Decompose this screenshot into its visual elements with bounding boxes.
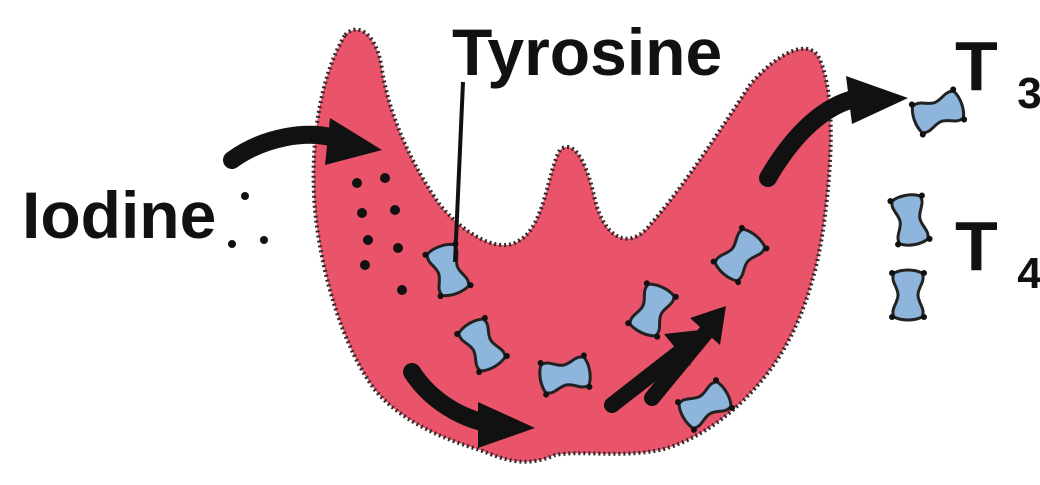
t4-label-subscript: 4 xyxy=(1017,249,1040,298)
t3-label: T 3 xyxy=(955,27,1040,118)
t4-molecule-icon xyxy=(887,192,933,248)
t3-label-main: T xyxy=(955,27,998,105)
t4-label-main: T xyxy=(955,207,998,285)
iodine-label: Iodine xyxy=(22,178,216,252)
iodine-dot-icon xyxy=(241,192,249,200)
tyrosine-label: Tyrosine xyxy=(452,15,722,89)
iodine-dot-icon xyxy=(260,236,268,244)
iodine-dots-outside xyxy=(228,192,268,248)
iodine-dot-icon xyxy=(363,235,373,245)
iodine-dot-icon xyxy=(380,173,390,183)
iodine-dot-icon xyxy=(352,178,362,188)
t4-label: T 4 xyxy=(955,207,1040,298)
t3-label-subscript: 3 xyxy=(1017,69,1040,118)
iodine-dot-icon xyxy=(390,205,400,215)
iodine-dot-icon xyxy=(357,208,367,218)
iodine-dot-icon xyxy=(393,243,403,253)
iodine-dot-icon xyxy=(360,260,370,270)
t4-molecule-icon xyxy=(889,270,927,320)
iodine-dot-icon xyxy=(397,285,407,295)
iodine-dot-icon xyxy=(228,240,236,248)
